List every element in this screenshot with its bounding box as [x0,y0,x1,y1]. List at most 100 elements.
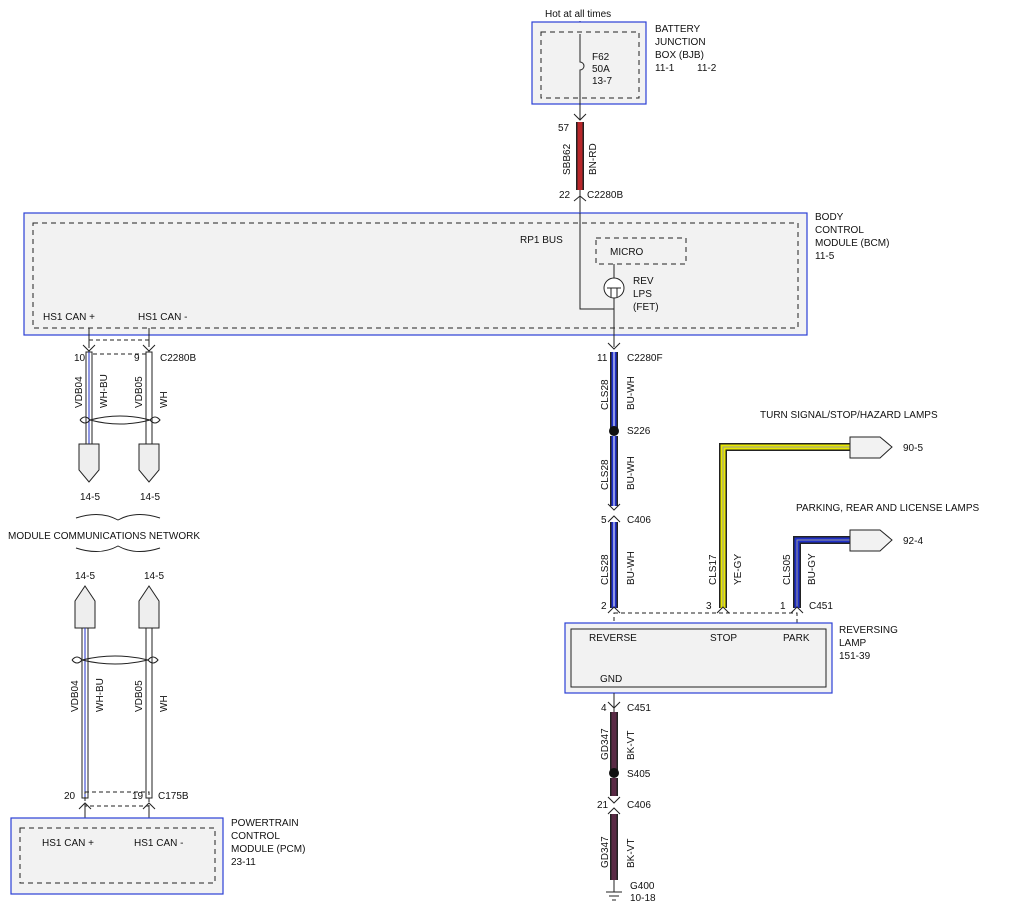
fet-label-3: (FET) [633,302,659,313]
powertrain-control-module[interactable] [10,817,224,895]
lamp-pin-stop: 3 [706,601,712,612]
lamp-title-3: 151-39 [839,651,871,662]
bcm-title-3: MODULE (BCM) [815,238,889,249]
fet-label-1: REV [633,276,654,287]
can-plus-color-label: WH-BU [99,374,110,408]
fuse-label-rating: 50A [592,64,610,75]
bcm-can-pin-minus: 9 [134,353,140,364]
bcm-title-1: BODY [815,212,844,223]
rev-circuit-label-b: CLS28 [600,459,611,490]
connector-chevron-icon [142,802,156,810]
park-circuit-label: CLS05 [782,554,793,585]
wire-vdb04-upper[interactable] [85,351,93,445]
c406-conn: C406 [627,515,651,526]
bjb-title-3: BOX (BJB) [655,50,704,61]
fuse-label-name: F62 [592,52,610,63]
bcm-title-4: 11-5 [815,251,835,262]
lamp-connector-outline [613,612,798,624]
bcm-pin-can-minus: HS1 CAN - [138,312,187,323]
pcm-can-minus-circuit-label: VDB05 [134,680,145,712]
ref-upper-right: 14-5 [140,492,160,503]
network-label: MODULE COMMUNICATIONS NETWORK [8,531,200,542]
connector-chevron-icon [142,344,156,352]
lamp-title-2: LAMP [839,638,867,649]
lamp-pin-park: 1 [780,601,786,612]
rev-circuit-label-a: CLS28 [600,379,611,410]
splice-s405: S405 [627,769,651,780]
pcm-title-2: CONTROL [231,831,280,842]
splice-s226: S226 [627,426,651,437]
wire-gd347-a[interactable] [610,712,618,770]
can-minus-circuit-label: VDB05 [134,376,145,408]
wire-vdb04-lower[interactable] [81,627,89,799]
bjb-ref-a: 11-1 [655,63,675,74]
lamp-gnd-conn: C451 [627,703,651,714]
lamp-pin-gnd-label: GND [600,674,622,685]
connector-arrow-up-icon[interactable] [138,585,160,629]
rev-color-label-a: BU-WH [626,376,637,410]
bjb-title-1: BATTERY [655,24,701,35]
connector-arrow-down-icon[interactable] [138,443,160,483]
lamp-title-1: REVERSING [839,625,898,636]
brace-bottom-icon [75,545,161,552]
bcm-feed-pin: 22 [559,190,571,201]
ground-label: G400 [630,881,655,892]
gnd-c406-conn: C406 [627,800,651,811]
can-connector-outline [88,339,150,355]
twisted-pair-icon [71,655,159,665]
body-control-module[interactable] [23,212,808,336]
bcm-feed-conn: C2280B [587,190,623,201]
lamp-pin-stop-label: STOP [710,633,737,644]
pcm-can-plus-circuit-label: VDB04 [70,680,81,712]
connector-arrow-up-icon[interactable] [74,585,96,629]
gnd-c406-pin: 21 [597,800,609,811]
turn-lamps-ref: 90-5 [903,443,923,454]
gnd-circuit-label-a: GD347 [600,728,611,760]
bjb-color-label: BN-RD [588,143,599,175]
wire-cls17[interactable] [719,443,850,608]
fuse-label-ref: 13-7 [592,76,612,87]
bjb-feed-label: Hot at all times [545,9,611,20]
can-plus-circuit-label: VDB04 [74,376,85,408]
rev-color-label-b: BU-WH [626,456,637,490]
wire-sbb62[interactable] [576,122,584,190]
connector-chevron-icon [607,503,621,511]
wire-cls05[interactable] [793,536,850,608]
ground-symbol-icon [606,880,622,901]
park-color-label: BU-GY [807,553,818,585]
wire-cls28-b[interactable] [610,436,618,506]
wire-cls28-a[interactable] [610,352,618,430]
connector-arrow-right-icon[interactable] [849,436,893,459]
c406-pin: 5 [601,515,607,526]
wire-vdb05-upper[interactable] [145,351,153,445]
connector-chevron-icon [607,342,621,350]
battery-junction-box[interactable] [531,21,647,105]
connector-arrow-down-icon[interactable] [78,443,100,483]
ref-upper-left: 14-5 [80,492,100,503]
gnd-circuit-label-b: GD347 [600,836,611,868]
connector-chevron-icon [573,113,587,121]
wire-vdb05-lower[interactable] [145,627,153,799]
pcm-title-1: POWERTRAIN [231,818,299,829]
reversing-lamp[interactable] [564,622,833,694]
bcm-out-conn: C2280F [627,353,663,364]
pcm-pin-can-plus: HS1 CAN + [42,838,94,849]
connector-chevron-icon [607,796,621,804]
connector-arrow-right-icon[interactable] [849,529,893,552]
connector-chevron-icon [607,807,621,815]
wire-cls28-c[interactable] [610,522,618,608]
bcm-title-2: CONTROL [815,225,864,236]
pcm-can-plus-color-label: WH-BU [95,678,106,712]
splice-dot-icon [609,426,619,436]
bcm-out-pin: 11 [597,353,608,364]
connector-chevron-icon [716,606,730,614]
wire-fill [577,122,583,190]
brace-top-icon [75,514,161,521]
lamp-pin-reverse-label: REVERSE [589,633,637,644]
pcm-pin-plus: 20 [64,791,76,802]
bcm-can-pin-plus: 10 [74,353,86,364]
bcm-pin-can-plus: HS1 CAN + [43,312,95,323]
wire-gd347-b[interactable] [610,814,618,880]
connector-chevron-icon [790,606,804,614]
